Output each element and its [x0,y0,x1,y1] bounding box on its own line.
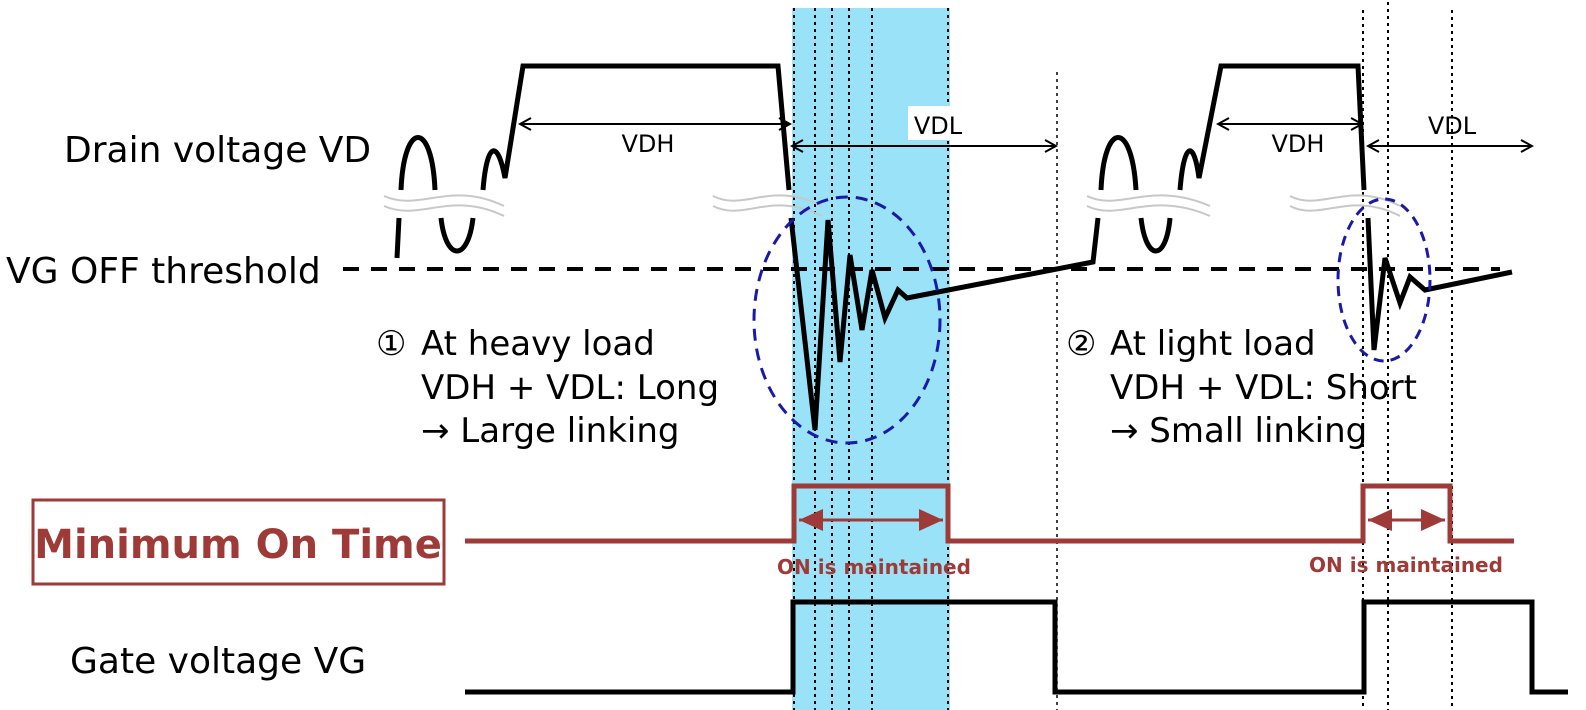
drain-voltage-waveform-heavy [394,63,1101,431]
heavy-vdl-label: VDL [914,112,963,140]
gate-voltage-label: Gate voltage VG [70,641,366,682]
heavy-note-line3: → Large linking [421,411,679,451]
break-marks [383,194,1401,217]
heavy-load-ringing-ellipse [752,195,942,445]
heavy-vdh-label: VDH [622,130,675,158]
light-on-maintained-label: ON is maintained [1309,553,1503,577]
drain-voltage-waveform-light [1098,63,1513,351]
light-vdl-label: VDL [1428,112,1477,140]
light-note-line1: At light load [1110,324,1316,364]
gate-voltage-waveform [465,599,1568,695]
light-note-number: ② [1066,324,1096,364]
light-load-ringing-ellipse [1336,197,1432,363]
light-load-note: ② At light load VDH + VDL: Short → Small… [1066,324,1417,451]
heavy-load-note: ① At heavy load VDH + VDL: Long → Large … [376,324,719,451]
heavy-note-number: ① [376,324,406,364]
min-on-time-label: Minimum On Time [34,522,442,568]
drain-voltage-label: Drain voltage VD [64,130,371,171]
heavy-vdl-label-bg [908,106,970,140]
min-on-time-box [31,498,446,586]
vg-off-threshold-label: VG OFF threshold [6,251,321,292]
heavy-note-line2: VDH + VDL: Long [421,368,719,408]
min-on-time-waveform [465,483,1514,544]
light-note-line3: → Small linking [1110,411,1367,451]
heavy-on-maintained-label: ON is maintained [777,555,971,579]
light-note-line2: VDH + VDL: Short [1110,368,1417,408]
light-vdh-label: VDH [1272,130,1325,158]
guide-lines [793,2,1453,710]
heavy-note-line1: At heavy load [421,324,655,364]
